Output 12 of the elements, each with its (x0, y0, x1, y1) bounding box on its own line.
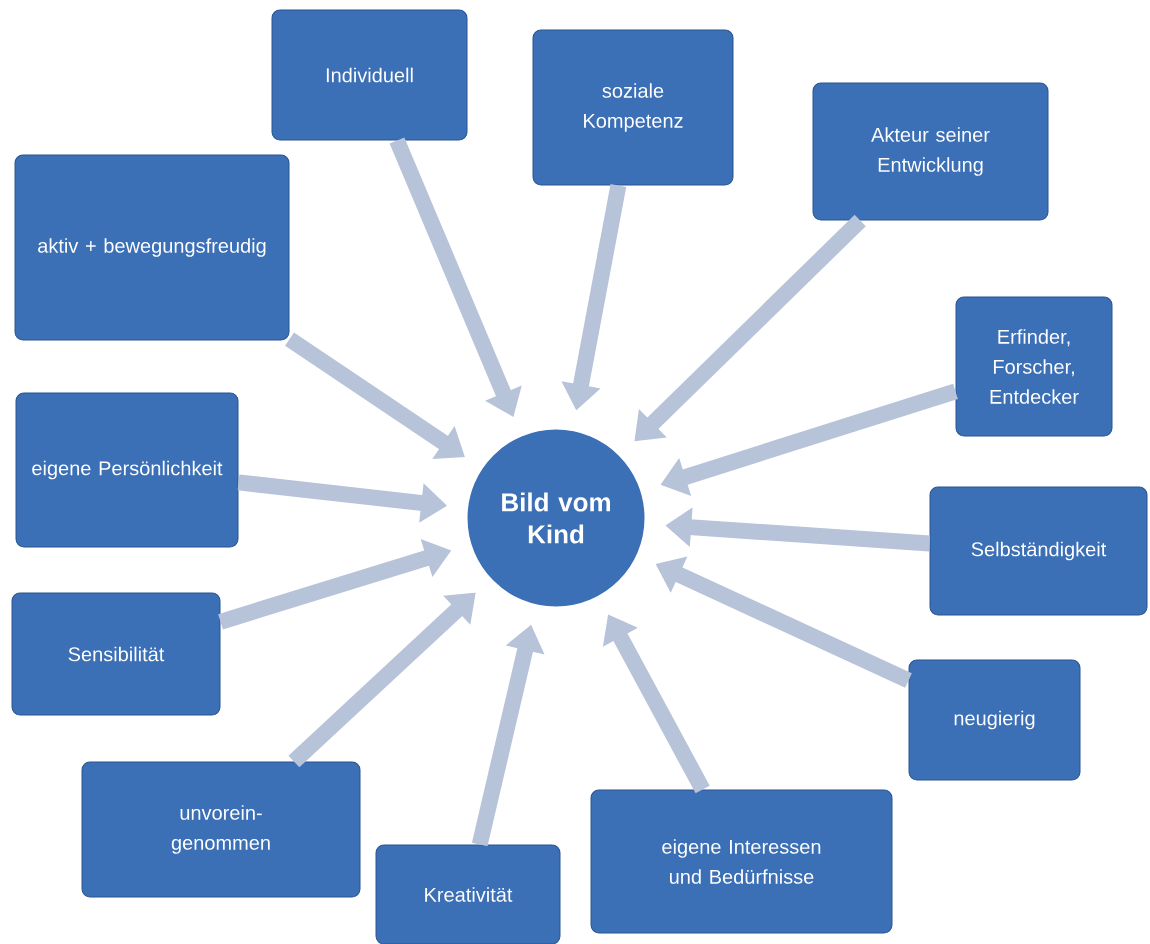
text-box: neugierig (908, 659, 1081, 781)
text-box: Kreativität (375, 844, 561, 944)
text-box: soziale Kompetenz (532, 29, 734, 186)
text-box: aktiv + bewegungsfreudig (14, 154, 290, 341)
text-box: eigene Interessen und Bedürfnisse (590, 789, 893, 934)
text-box: Sensibilität (11, 592, 221, 716)
text-box: Erfinder, Forscher, Entdecker (955, 296, 1113, 437)
text-box: Selbständigkeit (929, 486, 1148, 616)
text-box: Akteur seiner Entwicklung (812, 82, 1049, 221)
text-box: eigene Persönlichkeit (15, 392, 239, 548)
text-box: unvorein- genommen (81, 761, 361, 898)
text-box: Individuell (271, 9, 468, 141)
